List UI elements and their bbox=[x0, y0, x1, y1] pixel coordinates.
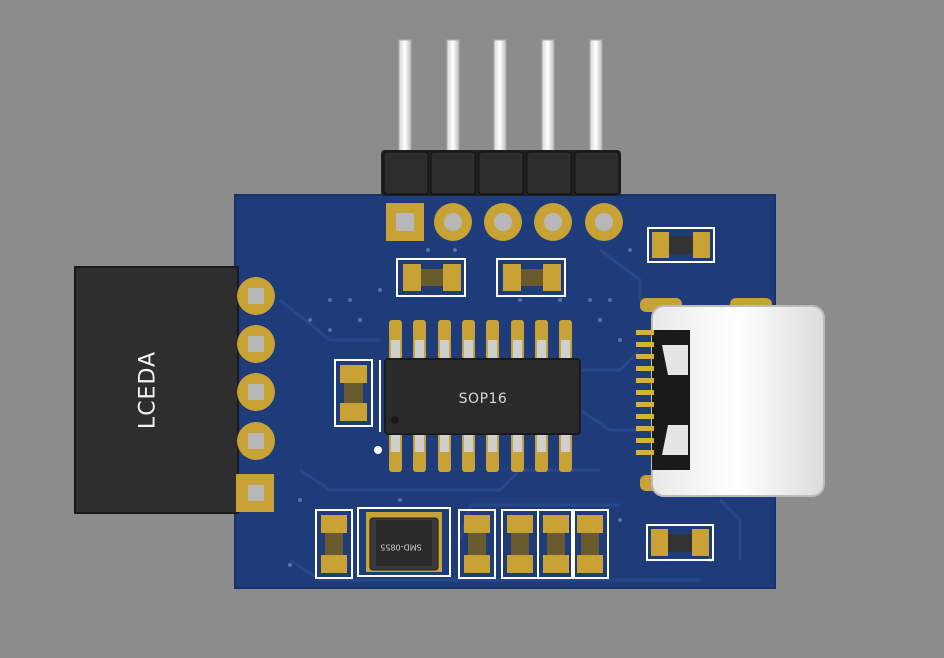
pcb-vias bbox=[288, 248, 712, 567]
header-pads-left bbox=[236, 277, 275, 512]
header-pads-top bbox=[386, 203, 623, 241]
usb-c-connector bbox=[636, 298, 825, 497]
inductor-marking: SMD-0855 bbox=[380, 542, 422, 552]
lceda-connector-body bbox=[74, 266, 239, 514]
connector-label: LCEDA bbox=[135, 350, 161, 430]
smd-capacitor-bottom-right bbox=[646, 524, 714, 561]
smd-components-bottom bbox=[315, 507, 609, 579]
sop16-ic bbox=[374, 320, 581, 472]
smd-capacitors-top bbox=[396, 227, 715, 297]
smd-capacitor-left bbox=[334, 359, 373, 427]
ic-label: SOP16 bbox=[458, 391, 508, 407]
pin-header-top bbox=[381, 39, 621, 196]
